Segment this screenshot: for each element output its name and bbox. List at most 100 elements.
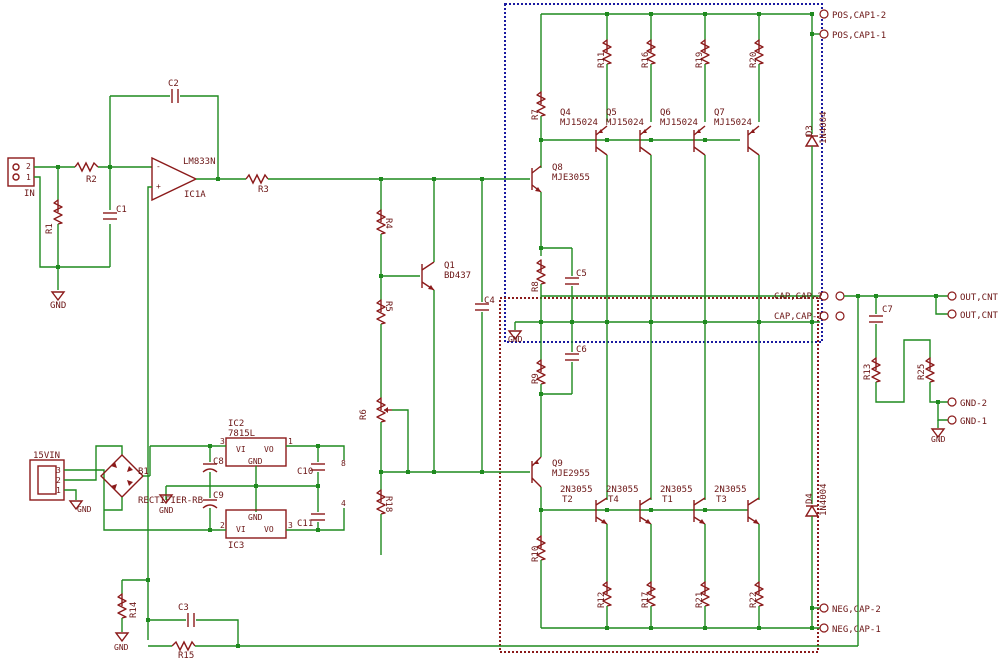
out1-label: OUT,CNT xyxy=(960,293,999,303)
c9-label: C9 xyxy=(213,491,224,501)
r13-label: R13 xyxy=(863,364,873,380)
c3-label: C3 xyxy=(178,603,189,613)
resistor-r1 xyxy=(53,199,63,225)
t1-label: T1 xyxy=(662,495,673,505)
regulator-ic2: VI VO GND xyxy=(225,437,287,467)
resistor-r3 xyxy=(245,173,269,185)
transistor-q1 xyxy=(421,261,435,291)
resistor-r8 xyxy=(536,259,546,285)
vo-label: VO xyxy=(264,525,274,534)
pin-label: 1 xyxy=(26,173,31,182)
r19-label: R19 xyxy=(695,52,705,68)
ic2-type: 7815L xyxy=(228,429,255,439)
diode-d4 xyxy=(804,504,820,517)
r22-label: R22 xyxy=(749,592,759,608)
bridge-rectifier-b1 xyxy=(100,454,144,498)
gnd-label: GND xyxy=(50,301,66,311)
transistor-q7 xyxy=(747,125,760,156)
q6-type: MJ15024 xyxy=(660,118,698,128)
c11-label: C11 xyxy=(297,519,313,529)
pin-label: 3 xyxy=(220,437,225,446)
wire xyxy=(929,382,948,403)
capacitor-c8 xyxy=(202,463,218,473)
capacitor-c6 xyxy=(565,353,579,361)
ic2-label: IC2 xyxy=(228,419,244,429)
wire xyxy=(34,166,59,200)
d4-type: 1N4004 xyxy=(819,483,829,516)
q4-label: Q4 xyxy=(560,108,571,118)
gnd-label: GND xyxy=(159,506,174,515)
opamp-minus: - xyxy=(156,162,161,171)
wire xyxy=(392,409,409,472)
t1-type: 2N3055 xyxy=(660,485,693,495)
negative-output-group-outline xyxy=(499,297,819,653)
q6-label: Q6 xyxy=(660,108,671,118)
c2-label: C2 xyxy=(168,79,179,89)
wire xyxy=(875,339,931,403)
r4-label: R4 xyxy=(383,218,393,229)
transistor-q9 xyxy=(531,456,542,488)
opamp-ic1a: - + xyxy=(151,156,198,202)
resistor-r20 xyxy=(754,14,764,122)
ground-symbol xyxy=(507,330,523,341)
r8-label: R8 xyxy=(531,281,541,292)
r5-label: R5 xyxy=(383,301,393,312)
transistor-t4 xyxy=(639,497,652,525)
q4-type: MJ15024 xyxy=(560,118,598,128)
vo-label: VO xyxy=(264,445,274,454)
r1-label: R1 xyxy=(45,223,55,234)
r20-label: R20 xyxy=(749,52,759,68)
pin-label: 1 xyxy=(288,437,293,446)
terminal-cap-2: CAP,CAP-2 xyxy=(774,291,829,302)
transistor-t3 xyxy=(747,497,760,525)
capacitor-c10 xyxy=(311,463,325,471)
input-label: IN xyxy=(24,189,35,199)
transistor-t2 xyxy=(595,497,608,525)
c10-label: C10 xyxy=(297,467,313,477)
capacitor-c4 xyxy=(475,303,489,311)
terminal-pos-cap1-1: POS,CAP1-1 xyxy=(819,29,886,41)
resistor-r16 xyxy=(646,14,656,122)
gnd1-label: GND-1 xyxy=(960,417,987,427)
t3-label: T3 xyxy=(716,495,727,505)
terminal-cap-1: CAP,CAP-1 xyxy=(774,311,829,322)
r3-label: R3 xyxy=(258,185,269,195)
vi-label: VI xyxy=(236,445,246,454)
gnd-label: GND xyxy=(931,435,946,444)
wire xyxy=(34,176,58,268)
q9-type: MJE2955 xyxy=(552,469,590,479)
c7-label: C7 xyxy=(882,305,893,315)
transistor-q4 xyxy=(595,125,608,156)
resistor-r17 xyxy=(646,524,656,628)
r16-label: R16 xyxy=(641,52,651,68)
terminal-out-cnt-1: OUT,CNT xyxy=(947,291,999,303)
opamp-plus: + xyxy=(156,182,161,191)
c4-label: C4 xyxy=(484,296,495,306)
r11-label: R11 xyxy=(597,52,607,68)
cap1-label: CAP,CAP-1 xyxy=(774,312,823,322)
transistor-q5 xyxy=(639,125,652,156)
resistor-r11 xyxy=(602,14,612,122)
wire xyxy=(935,296,948,315)
ground-symbol xyxy=(930,428,946,439)
terminal-gnd-1: GND-1 xyxy=(947,415,987,427)
terminal-gnd-2: GND-2 xyxy=(947,397,987,409)
transistor-q6 xyxy=(693,125,706,156)
r17-label: R17 xyxy=(641,592,651,608)
ic3-label: IC3 xyxy=(228,541,244,551)
r18-label: R18 xyxy=(383,496,393,512)
terminal-out-cnt-2: OUT,CNT xyxy=(947,309,999,321)
diode-d3 xyxy=(804,134,820,147)
t2-label: T2 xyxy=(562,495,573,505)
q5-type: MJ15024 xyxy=(606,118,644,128)
d4-label: D4 xyxy=(805,493,815,504)
capacitor-c9 xyxy=(202,499,218,509)
input-connector: 2 1 IN xyxy=(7,157,35,199)
r15-label: R15 xyxy=(178,651,194,660)
wire xyxy=(286,508,345,531)
capacitor-c3 xyxy=(187,613,195,627)
r21-label: R21 xyxy=(695,592,705,608)
t2-type: 2N3055 xyxy=(560,485,593,495)
v15-label: 15VIN xyxy=(33,451,60,461)
